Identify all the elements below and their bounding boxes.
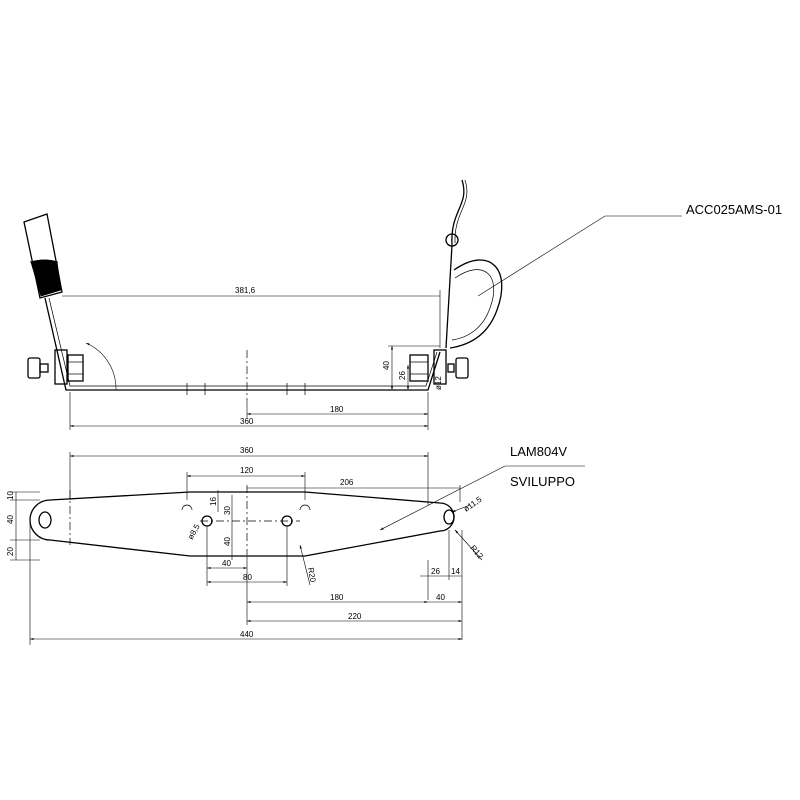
left-end-hole	[38, 511, 52, 529]
flat-pattern-view: 360 120 206 10 40 20 16 30 40 ø8,5 40 80	[6, 444, 585, 645]
dim-20: 20	[6, 547, 15, 556]
assembled-view: ACC025AMS-01 381,6 360 180 40 26 ø12	[23, 179, 782, 430]
label-acc025ams: ACC025AMS-01	[686, 202, 782, 217]
dim-16: 16	[209, 497, 218, 506]
dim-40-left: 40	[6, 515, 15, 524]
dim-26: 26	[431, 567, 440, 576]
safety-clip	[445, 179, 503, 349]
dim-120: 120	[240, 466, 254, 475]
right-nut-assembly	[409, 349, 469, 385]
dim-11-5: ø11,5	[462, 495, 484, 514]
right-end-hole	[443, 509, 455, 525]
dim-220: 220	[348, 612, 362, 621]
dim-40-right: 40	[436, 593, 445, 602]
dim-360-flat: 360	[240, 446, 254, 455]
dim-40-bottom: 40	[222, 559, 231, 568]
dim-440: 440	[240, 630, 254, 639]
dim-14: 14	[451, 567, 460, 576]
dim-26-height: 26	[398, 371, 407, 380]
dim-10: 10	[6, 491, 15, 500]
dim-r20: R20	[306, 567, 318, 584]
label-sviluppo: SVILUPPO	[510, 474, 575, 489]
dim-80: 80	[243, 573, 252, 582]
dim-206: 206	[340, 478, 354, 487]
leader-lam804v	[379, 465, 506, 531]
label-lam804v: LAM804V	[510, 444, 567, 459]
dim-r12: R12	[468, 544, 485, 561]
angle-arc	[85, 342, 117, 391]
dim-180-top: 180	[330, 405, 344, 414]
left-nut-assembly	[27, 349, 84, 385]
dim-30: 30	[223, 506, 232, 515]
dim-381-6: 381,6	[235, 286, 256, 295]
flat-plate-outline	[29, 491, 455, 557]
hole-markers	[186, 383, 306, 395]
dim-40-height: 40	[382, 361, 391, 370]
dim-180-flat: 180	[330, 593, 344, 602]
dim-40-center: 40	[223, 537, 232, 546]
dim-360-top: 360	[240, 417, 254, 426]
dim-12-hole: ø12	[434, 376, 443, 390]
leader-acc025	[477, 215, 682, 297]
dim-8-5: ø8,5	[186, 522, 202, 541]
bracket-profile	[44, 297, 441, 391]
